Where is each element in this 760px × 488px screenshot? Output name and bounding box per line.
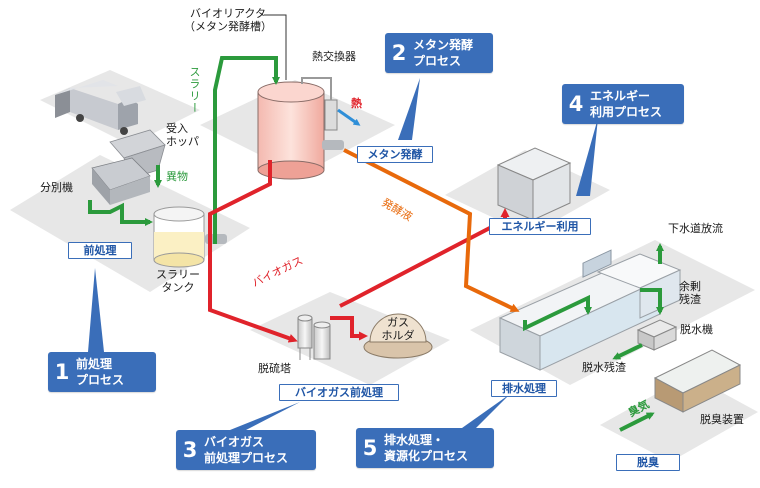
hopper-separator-icon xyxy=(91,129,166,205)
callout-2-methane-process: 2 メタン発酵 プロセス xyxy=(385,33,493,73)
callout-4-number: 4 xyxy=(568,92,584,116)
dewatering-machine-label: 脱水機 xyxy=(680,323,713,336)
area-tag-deodorization: 脱臭 xyxy=(616,454,680,471)
separator-label: 分別機 xyxy=(40,181,73,194)
callout-5-label: 排水処理・ 資源化プロセス xyxy=(384,433,469,463)
area-tag-wastewater: 排水処理 xyxy=(491,380,557,397)
heat-arrow xyxy=(337,108,361,126)
delivery-truck-icon xyxy=(55,80,146,135)
pointer-5 xyxy=(462,394,510,428)
receiving-hopper-line1: 受入 xyxy=(166,122,188,135)
callout-3-label: バイオガス 前処理プロセス xyxy=(204,435,289,465)
slurry-tank-line2: タンク xyxy=(161,281,195,294)
heat-exchanger-label: 熱交換器 xyxy=(312,50,356,63)
biogas-line-to-energy xyxy=(339,208,510,308)
slurry-flow-lines xyxy=(88,56,664,432)
pointer-1 xyxy=(88,268,104,352)
ground-biogas xyxy=(250,292,450,385)
gas-holder-line2: ホルダ xyxy=(381,329,415,342)
callout-1-pretreatment-process: 1 前処理 プロセス xyxy=(48,352,156,392)
bioreactor-label-line2: （メタン発酵槽） xyxy=(184,20,272,33)
bioreactor-tank-icon xyxy=(257,81,344,180)
excess-residue-line1: 余剰 xyxy=(679,280,701,293)
receiving-hopper-label: 受入 ホッパ xyxy=(166,122,199,148)
deodorizer-label: 脱臭装置 xyxy=(700,413,744,426)
ground-deodor xyxy=(600,375,758,462)
odor-line xyxy=(619,412,655,432)
bioreactor-label: バイオリアクタ （メタン発酵槽） xyxy=(178,7,278,33)
callout-2-label: メタン発酵 プロセス xyxy=(413,38,474,68)
slurry-line-separator-tank xyxy=(88,200,153,226)
slurry-flow-label: スラリー xyxy=(188,66,201,114)
sewer-discharge-label: 下水道放流 xyxy=(668,222,723,235)
desulfurization-tower-label: 脱硫塔 xyxy=(258,362,291,375)
biogas-line-reactor xyxy=(208,160,298,343)
desulfurization-tower-icon xyxy=(297,314,331,360)
bioreactor-label-line1: バイオリアクタ xyxy=(189,7,266,20)
receiving-hopper-line2: ホッパ xyxy=(166,135,199,148)
excess-residue-line xyxy=(640,288,664,315)
callout-1-label: 前処理 プロセス xyxy=(76,357,125,387)
foreign-matter-label: 異物 xyxy=(166,170,188,183)
pointer-4 xyxy=(576,118,598,196)
bioreactor-leader xyxy=(264,14,287,80)
gas-holder-dome-icon xyxy=(363,313,433,359)
callout-1-number: 1 xyxy=(54,360,70,384)
dewatered-residue-line xyxy=(612,343,643,360)
callout-5-wastewater-process: 5 排水処理・ 資源化プロセス xyxy=(356,428,494,468)
callout-2-number: 2 xyxy=(391,41,407,65)
slurry-line-tank-reactor xyxy=(213,56,280,244)
heat-label: 熱 xyxy=(351,97,362,110)
slurry-tank-line1: スラリー xyxy=(156,268,200,281)
excess-residue-line2: 残渣 xyxy=(679,293,701,306)
callout-5-number: 5 xyxy=(362,436,378,460)
excess-residue-label: 余剰 残渣 xyxy=(672,280,708,306)
deodorizer-icon xyxy=(653,349,742,413)
callout-3-biogas-process: 3 バイオガス 前処理プロセス xyxy=(176,430,316,470)
dewatered-residue-label: 脱水残渣 xyxy=(582,361,626,374)
callout-pointers xyxy=(88,78,598,430)
energy-generator-box-icon xyxy=(496,147,572,221)
biogas-line-to-holder xyxy=(330,316,368,341)
area-tag-biogas-pretreatment: バイオガス前処理 xyxy=(279,384,399,401)
biogas-flow-lines xyxy=(208,160,510,343)
dewatering-machine-icon xyxy=(636,319,678,351)
wastewater-internal-line xyxy=(523,294,592,332)
area-tag-pretreatment: 前処理 xyxy=(68,242,132,259)
pointer-2 xyxy=(398,78,420,140)
pointer-3 xyxy=(230,402,300,430)
gas-holder-label: ガス ホルダ xyxy=(375,316,421,342)
heat-exchanger-icon xyxy=(301,77,338,131)
callout-4-label: エネルギー 利用プロセス xyxy=(590,89,663,119)
area-tag-methane-fermentation: メタン発酵 xyxy=(357,146,433,163)
callout-4-energy-process: 4 エネルギー 利用プロセス xyxy=(562,84,684,124)
slurry-tank-label: スラリー タンク xyxy=(148,268,208,294)
gas-holder-line1: ガス xyxy=(387,316,409,329)
callout-3-number: 3 xyxy=(182,438,198,462)
fermentation-liquid-line xyxy=(343,148,520,312)
area-tag-energy-use: エネルギー利用 xyxy=(489,218,591,235)
